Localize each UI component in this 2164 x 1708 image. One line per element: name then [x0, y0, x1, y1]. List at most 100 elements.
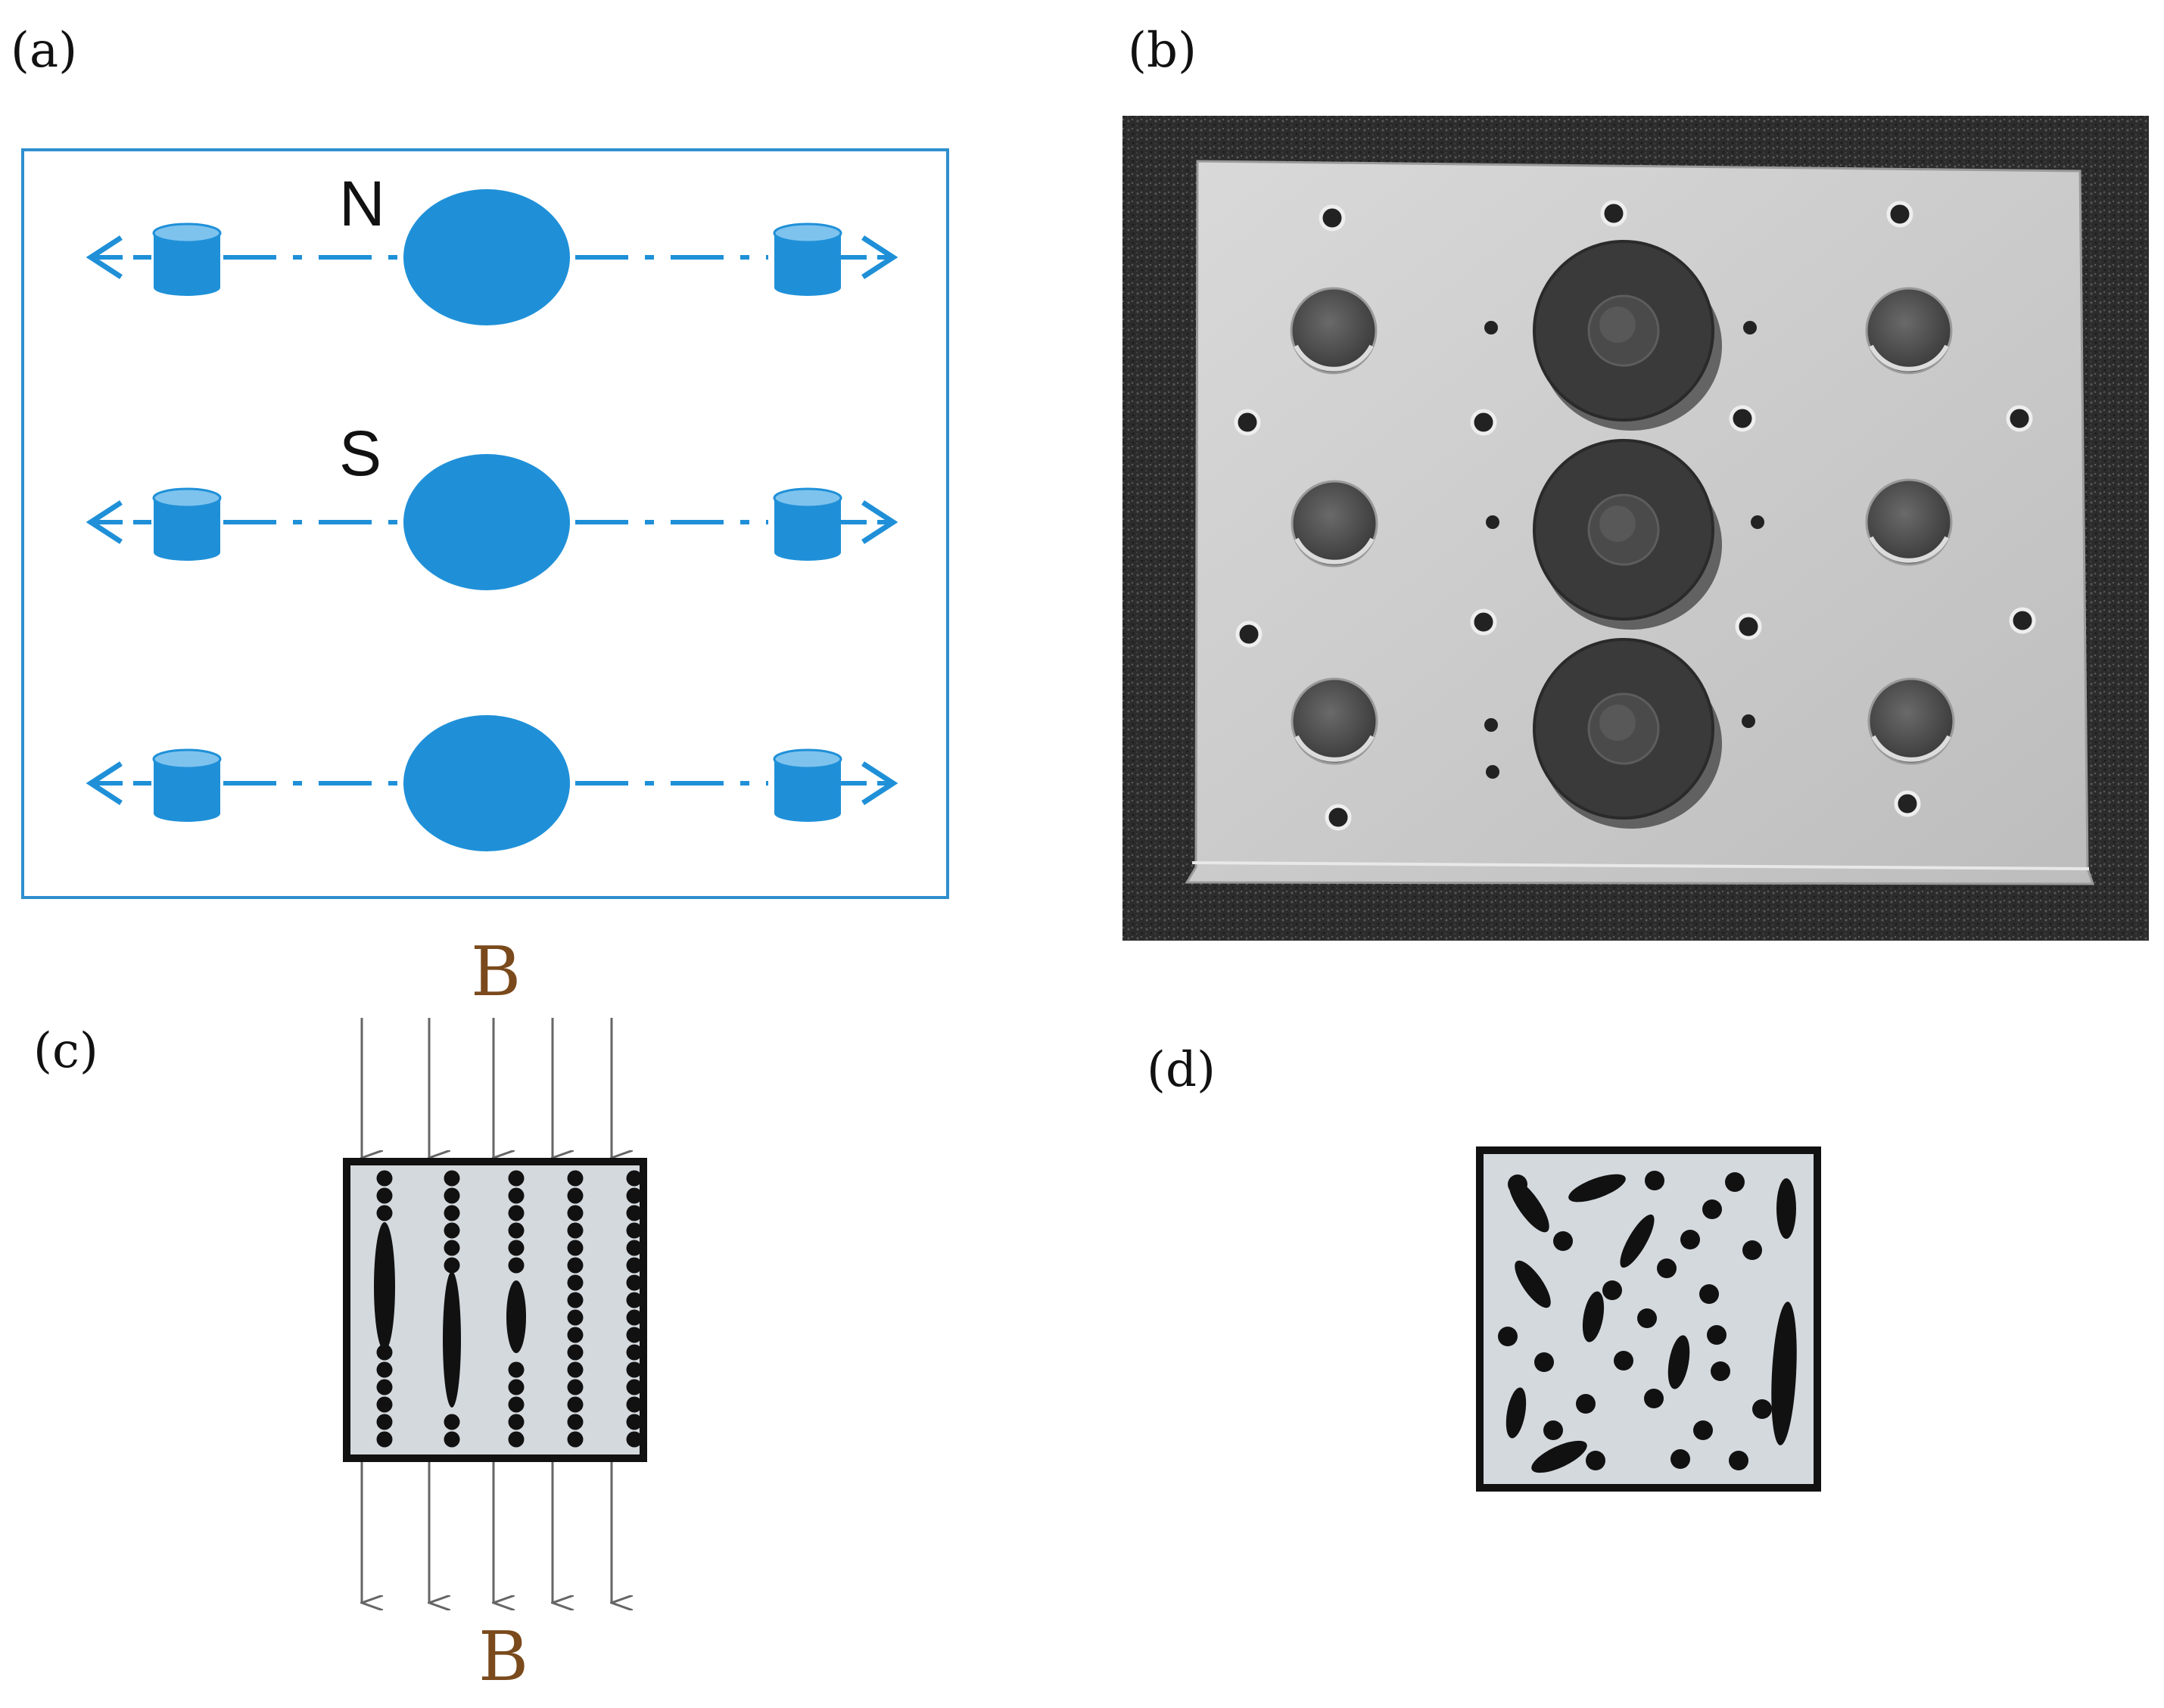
magnet-row — [86, 454, 898, 590]
screw — [1600, 200, 1627, 227]
field-label-bottom: B — [478, 1617, 528, 1697]
particle — [626, 1344, 643, 1361]
screw — [1325, 804, 1352, 831]
screw — [1234, 409, 1261, 436]
screw — [2006, 405, 2033, 432]
particle-chain — [567, 1170, 584, 1448]
particle — [567, 1274, 584, 1291]
particle — [1553, 1231, 1573, 1251]
field-arrows-bottom — [362, 1462, 612, 1603]
particle — [626, 1187, 643, 1204]
cylinder-right-icon — [773, 748, 842, 822]
particle — [567, 1257, 584, 1274]
particle — [1644, 1389, 1664, 1408]
particle — [567, 1292, 584, 1308]
particle — [508, 1170, 525, 1187]
particle — [1693, 1420, 1713, 1440]
particle — [567, 1327, 584, 1343]
particle — [626, 1222, 643, 1239]
particle — [567, 1309, 584, 1326]
particle — [626, 1309, 643, 1326]
north-pole-label: N — [339, 168, 385, 239]
particle — [1729, 1451, 1748, 1470]
particle — [444, 1431, 460, 1448]
particle — [376, 1396, 393, 1413]
particle — [1602, 1280, 1622, 1300]
panel-b: (b) — [1122, 23, 2149, 941]
panel-a: (a) N S — [11, 23, 949, 899]
field-arrows-top — [362, 1018, 612, 1158]
ring-magnet-icon — [1533, 638, 1722, 829]
panel-b-label: (b) — [1128, 23, 1197, 79]
elongated-particle — [1509, 1178, 1549, 1233]
particle — [376, 1344, 393, 1361]
hole — [1865, 287, 1953, 375]
particle — [444, 1240, 460, 1256]
elongated-particle — [1531, 1440, 1587, 1473]
plate-holes — [1290, 287, 1955, 765]
arrow-right-icon — [861, 235, 898, 279]
hole-rim — [1869, 344, 1949, 372]
particle — [626, 1327, 643, 1343]
particle — [444, 1187, 460, 1204]
particle-chain — [626, 1170, 643, 1448]
screw — [2009, 607, 2036, 634]
particle — [626, 1396, 643, 1413]
particle — [508, 1222, 525, 1239]
particle — [626, 1274, 643, 1291]
particle — [508, 1396, 525, 1413]
magnet-row — [86, 189, 898, 325]
particle — [567, 1396, 584, 1413]
elongated-particle — [506, 1280, 526, 1353]
field-label-top: B — [471, 932, 521, 1012]
particle — [376, 1187, 393, 1204]
panel-c: (c) B B — [33, 932, 647, 1697]
cylinder-left-icon — [152, 222, 222, 296]
screw — [1484, 321, 1498, 334]
particle — [626, 1257, 643, 1274]
particle — [1637, 1308, 1657, 1328]
particle — [567, 1240, 584, 1256]
screw — [1319, 204, 1346, 232]
particle — [626, 1361, 643, 1378]
elongated-particle — [1620, 1214, 1655, 1268]
hole-rim — [1869, 536, 1949, 563]
particle — [626, 1240, 643, 1256]
plate-edge — [1191, 861, 2090, 870]
particle — [1498, 1327, 1518, 1346]
elongated-particle — [1771, 1302, 1797, 1445]
hole — [1865, 478, 1953, 566]
screw — [1484, 718, 1498, 732]
magnet-rows — [86, 189, 898, 851]
panel-c-label: (c) — [33, 1023, 98, 1079]
particle — [567, 1431, 584, 1448]
arrow-left-icon — [86, 500, 123, 544]
particle — [1707, 1325, 1727, 1345]
screw — [1486, 765, 1499, 779]
particle — [1742, 1240, 1762, 1260]
particle — [626, 1431, 643, 1448]
hole-rim — [1871, 735, 1951, 762]
elongated-particle — [1515, 1260, 1551, 1308]
screw — [1743, 321, 1757, 334]
screw — [1486, 515, 1499, 529]
particle — [1702, 1199, 1722, 1219]
particle-chains — [374, 1170, 643, 1448]
particle — [567, 1379, 584, 1395]
cylinder-right-icon — [773, 487, 842, 561]
particle — [376, 1361, 393, 1378]
panel-a-label: (a) — [11, 23, 77, 79]
particle — [626, 1379, 643, 1395]
particle — [567, 1222, 584, 1239]
particle — [444, 1205, 460, 1221]
elongated-particle — [443, 1271, 461, 1408]
ring-magnet-icon — [1533, 240, 1722, 431]
particle — [626, 1414, 643, 1430]
magnet-row — [86, 715, 898, 851]
particle — [508, 1257, 525, 1274]
hole — [1291, 677, 1378, 765]
particle — [1725, 1172, 1745, 1192]
elongated-particle — [374, 1222, 395, 1351]
particle — [567, 1344, 584, 1361]
particle — [567, 1205, 584, 1221]
